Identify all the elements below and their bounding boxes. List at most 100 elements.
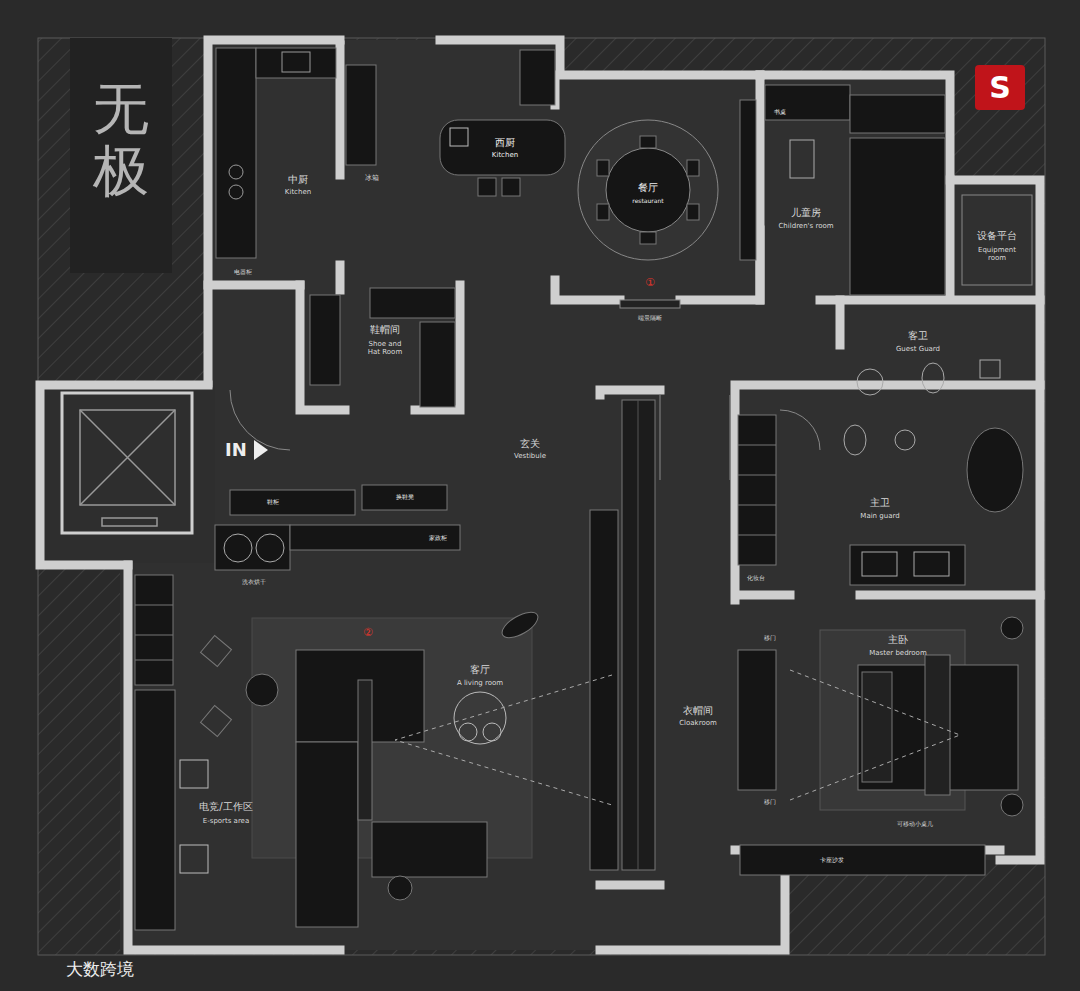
furniture-part bbox=[857, 369, 883, 395]
furniture-part bbox=[925, 655, 950, 795]
furniture-part bbox=[914, 552, 949, 576]
furniture-part bbox=[388, 876, 412, 900]
fixture-label: 鞋柜 bbox=[267, 499, 279, 506]
furniture-part bbox=[229, 165, 243, 179]
doors bbox=[230, 390, 820, 480]
callout-number: ① bbox=[645, 277, 655, 290]
room-name-en: Vestibule bbox=[514, 452, 546, 460]
furniture-part bbox=[483, 723, 501, 741]
elevator-part bbox=[80, 410, 175, 505]
room-name: 中厨 bbox=[288, 174, 308, 186]
walls-part bbox=[208, 45, 340, 290]
room-name: 客厅 bbox=[470, 664, 490, 676]
furniture-part bbox=[346, 65, 376, 165]
furniture-part bbox=[135, 690, 175, 930]
furniture-part bbox=[597, 204, 609, 220]
furniture-part bbox=[975, 65, 1025, 110]
room-name-en: Main guard bbox=[860, 512, 899, 520]
fixture-label: 电器柜 bbox=[234, 269, 252, 276]
furniture-part bbox=[224, 534, 252, 562]
elevator bbox=[80, 410, 175, 526]
furniture-part bbox=[738, 415, 776, 565]
room-name-en: Guest Guard bbox=[896, 345, 940, 353]
walls-part bbox=[760, 75, 1040, 860]
furniture-part bbox=[606, 148, 690, 232]
furniture-part bbox=[895, 430, 915, 450]
room-name: 餐厅 bbox=[638, 182, 658, 194]
furniture-part bbox=[687, 160, 699, 176]
elevator-part bbox=[80, 410, 175, 505]
furniture-part bbox=[230, 490, 355, 515]
furniture-part bbox=[362, 485, 447, 510]
doors-part bbox=[780, 410, 820, 450]
furniture-part bbox=[454, 692, 506, 744]
doors-part bbox=[660, 395, 730, 480]
room-name-en: Master bedroom bbox=[869, 649, 926, 657]
furniture-part bbox=[738, 650, 776, 790]
furniture-part bbox=[640, 136, 656, 148]
rugs-part bbox=[578, 120, 718, 260]
walls bbox=[40, 40, 1040, 950]
room-name: 儿童房 bbox=[791, 207, 821, 219]
room-name: 客卫 bbox=[908, 330, 928, 342]
furniture-part bbox=[1001, 617, 1023, 639]
room-name-en: A living room bbox=[457, 679, 503, 687]
room-name-en: Kitchen bbox=[285, 188, 311, 196]
room-name: 主卧 bbox=[888, 634, 908, 646]
watermark: 大数跨境 bbox=[66, 960, 134, 980]
callout-number: ② bbox=[363, 627, 373, 640]
entry-arrow bbox=[254, 440, 268, 460]
furniture-part bbox=[850, 545, 965, 585]
walls-part bbox=[555, 75, 760, 300]
fixture-label: 可移动小桌几 bbox=[897, 821, 933, 828]
fixture-label: 化妆台 bbox=[747, 575, 765, 582]
furniture-part bbox=[850, 95, 945, 133]
furniture-part bbox=[201, 706, 232, 737]
fixture-label: 家政柜 bbox=[429, 535, 447, 542]
walls-part bbox=[300, 285, 460, 410]
furniture-part bbox=[135, 605, 173, 660]
furniture-part bbox=[640, 232, 656, 244]
entry-mark: IN bbox=[225, 440, 247, 461]
furniture-part bbox=[844, 425, 866, 455]
walls-part bbox=[440, 40, 760, 75]
furniture-part bbox=[201, 636, 232, 667]
fixture-label: 冰箱 bbox=[365, 174, 379, 182]
fixture-label: 移门 bbox=[764, 799, 776, 806]
room-name: 玄关 bbox=[520, 438, 540, 450]
furniture-part bbox=[229, 185, 243, 199]
room-name: 西厨 bbox=[495, 137, 515, 149]
furniture-part bbox=[520, 50, 555, 105]
furniture-part bbox=[498, 607, 542, 643]
furniture-part bbox=[980, 360, 1000, 378]
fixture-label: 洗衣烘干 bbox=[242, 579, 266, 586]
furniture-part bbox=[420, 322, 455, 407]
furniture-part bbox=[216, 48, 256, 258]
furniture-part bbox=[450, 128, 468, 146]
furniture-part bbox=[135, 575, 173, 685]
furniture-part bbox=[459, 723, 477, 741]
room-name-en: restaurant bbox=[632, 198, 663, 205]
furniture-part bbox=[246, 674, 278, 706]
furniture-part bbox=[590, 510, 618, 870]
sightlines bbox=[395, 670, 960, 805]
fixture-label: 换鞋凳 bbox=[396, 494, 414, 501]
furniture-part bbox=[962, 195, 1032, 285]
entry-arrow-part bbox=[254, 440, 268, 460]
room-name-en: Kitchen bbox=[492, 151, 518, 159]
room-name-en: Equipment room bbox=[973, 246, 1021, 262]
furniture-part bbox=[738, 445, 776, 535]
fixture-label: 移门 bbox=[764, 635, 776, 642]
furniture-part bbox=[622, 400, 655, 870]
ground-part bbox=[38, 38, 1045, 955]
furniture-part bbox=[740, 845, 985, 875]
sightlines-part bbox=[395, 675, 612, 805]
furniture-part bbox=[290, 525, 460, 550]
furniture-part bbox=[370, 288, 455, 318]
room-name: 电竞/工作区 bbox=[199, 801, 252, 813]
furniture-part bbox=[597, 160, 609, 176]
furniture-part bbox=[502, 178, 520, 196]
